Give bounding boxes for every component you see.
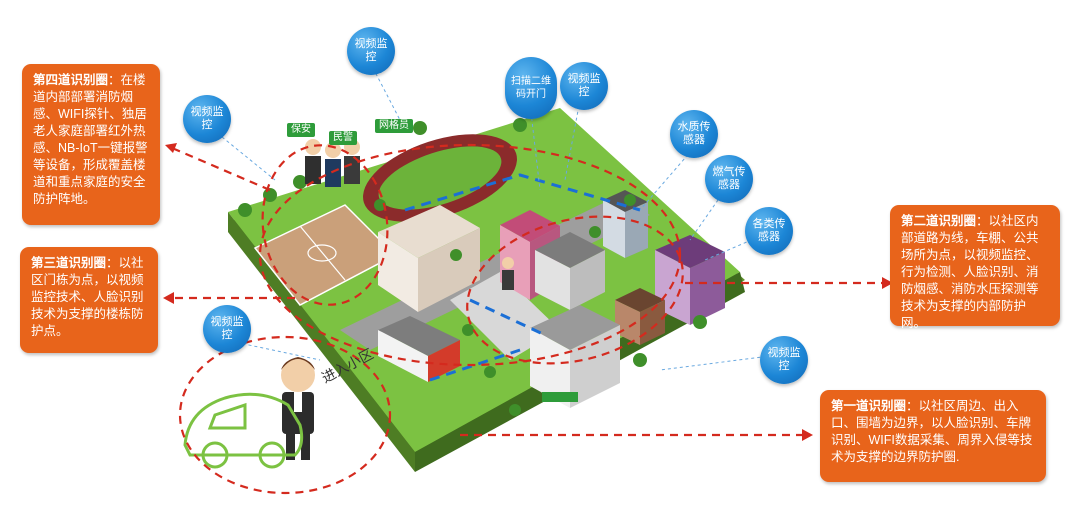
third-circle-body: ：以社区门栋为点，以视频监控技术、人脸识别技术为支撑的楼栋防护点。 — [31, 256, 144, 338]
first-circle-title: 第一道识别圈 — [831, 399, 907, 413]
gray-building — [535, 232, 605, 310]
video-monitor-bubble-left: 视频监控 — [183, 95, 231, 143]
fourth-circle-callout: 第四道识别圈：在楼道内部部署消防烟感、WIFI探针、独居老人家庭部署红外热感、N… — [22, 64, 160, 225]
gas-sensor-bubble: 燃气传感器 — [705, 155, 753, 203]
callout-connectors — [171, 146, 885, 437]
second-circle-callout: 第二道识别圈：以社区内部道路为线，车棚、公共场所为点，以视频监控、行为检测、人脸… — [890, 205, 1060, 330]
water-quality-sensor-bubble: 水质传感器 — [670, 110, 718, 158]
internal-road-path — [404, 173, 641, 382]
gate-house — [378, 316, 460, 382]
purple-building — [655, 235, 725, 325]
second-circle-body: ：以社区内部道路为线，车棚、公共场所为点，以视频监控、行为检测、人脸识别、消防烟… — [901, 214, 1039, 330]
staff-group — [305, 139, 360, 187]
first-circle-body: ：以社区周边、出入口、围墙为边界，以人脸识别、车牌识别、WIFI数据采集、周界入… — [831, 399, 1033, 464]
video-monitor-bubble-gate: 视频监控 — [203, 305, 251, 353]
trees — [238, 118, 707, 416]
first-circle-callout: 第一道识别圈：以社区周边、出入口、围墙为边界，以人脸识别、车牌识别、WIFI数据… — [820, 390, 1046, 482]
car-outline — [183, 392, 304, 469]
main-building — [378, 205, 480, 312]
video-monitor-bubble-mid: 视频监控 — [560, 62, 608, 110]
resident-figure — [281, 357, 315, 460]
scan-qr-door-bubble: 扫描二维码开门 — [505, 57, 557, 119]
video-monitor-bubble-top: 视频监控 — [347, 27, 395, 75]
video-monitor-bubble-bottom-right: 视频监控 — [760, 336, 808, 384]
police-tag: 民警 — [329, 131, 357, 145]
brown-building — [615, 288, 665, 345]
various-sensors-bubble: 各类传感器 — [745, 207, 793, 255]
fourth-circle-body: ：在楼道内部部署消防烟感、WIFI探针、独居老人家庭部署红外热感、NB-IoT一… — [33, 73, 148, 206]
grid-worker-tag: 网格员 — [375, 119, 413, 133]
small-figure — [502, 257, 514, 290]
third-circle-title: 第三道识别圈 — [31, 256, 107, 270]
arrowheads — [163, 143, 893, 441]
guard-tag: 保安 — [287, 123, 315, 137]
third-circle-callout: 第三道识别圈：以社区门栋为点，以视频监控技术、人脸识别技术为支撑的楼栋防护点。 — [20, 247, 158, 353]
signal-lines — [221, 67, 779, 371]
white-building — [530, 305, 620, 408]
second-circle-title: 第二道识别圈 — [901, 214, 977, 228]
fourth-circle-title: 第四道识别圈 — [33, 73, 109, 87]
